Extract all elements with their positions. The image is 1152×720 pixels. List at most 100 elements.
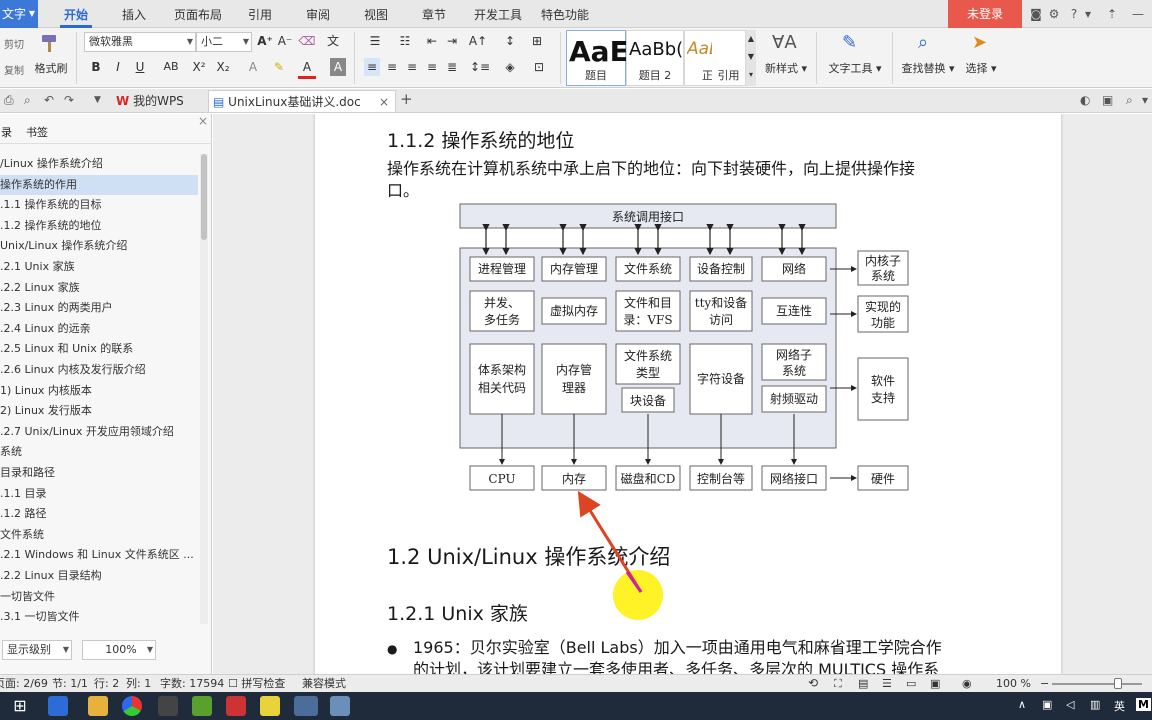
new-style-button[interactable]: 新样式 ▾ bbox=[764, 62, 808, 75]
text-effect-icon[interactable]: A bbox=[248, 60, 258, 74]
read-mode-icon[interactable]: ▣ bbox=[930, 677, 941, 690]
nav-scrollbar[interactable] bbox=[200, 154, 208, 624]
strikethrough-icon[interactable]: AB bbox=[163, 60, 179, 73]
align-center-icon[interactable]: ≡ bbox=[386, 60, 398, 74]
toc-item[interactable]: .1.2 操作系统的地位 bbox=[0, 218, 102, 232]
ime-icon[interactable]: M bbox=[1136, 698, 1151, 711]
distribute-icon[interactable]: ≣ bbox=[446, 60, 458, 74]
toc-item[interactable]: .1.2 路径 bbox=[0, 507, 47, 521]
print-preview-icon[interactable]: ⌕ bbox=[24, 93, 31, 107]
revision-icon[interactable]: ⟲ bbox=[808, 676, 819, 690]
sort-icon[interactable]: ↕ bbox=[504, 34, 516, 48]
toc-item[interactable]: 系统 bbox=[0, 445, 22, 459]
collapse-ribbon-icon[interactable]: ⇡ bbox=[1106, 7, 1118, 21]
format-painter-button[interactable]: 格式刷 bbox=[34, 62, 68, 75]
increase-indent-icon[interactable]: ⇥ bbox=[446, 34, 458, 48]
style-quote[interactable]: 引用 bbox=[712, 30, 746, 86]
toc-item[interactable]: 目录和路径 bbox=[0, 466, 55, 479]
web-view-icon[interactable]: ▭ bbox=[906, 677, 917, 690]
network-icon[interactable]: ▥ bbox=[1090, 698, 1101, 711]
tab-special-features[interactable]: 特色功能 bbox=[541, 8, 590, 22]
font-size-select[interactable]: 小二 ▼ bbox=[196, 32, 252, 52]
eye-protect-icon[interactable]: ◉ bbox=[962, 677, 972, 690]
spell-check-button[interactable]: ☐ 拼写检查 bbox=[228, 677, 286, 690]
format-painter-icon[interactable] bbox=[38, 32, 62, 54]
redo-icon[interactable]: ↷ bbox=[64, 93, 75, 107]
notes-icon[interactable] bbox=[260, 696, 280, 716]
skin-icon[interactable]: ◙ bbox=[1030, 7, 1042, 21]
app-icon[interactable] bbox=[226, 696, 246, 716]
status-zoom[interactable]: 100 % bbox=[996, 677, 1031, 690]
toc-item[interactable]: 1) Linux 内核版本 bbox=[0, 383, 92, 397]
decrease-indent-icon[interactable]: ⇤ bbox=[426, 34, 438, 48]
underline-icon[interactable]: U bbox=[135, 60, 145, 74]
char-shading-icon[interactable]: A bbox=[330, 58, 346, 76]
settings-icon[interactable]: ⚙ bbox=[1048, 7, 1060, 21]
zoom-out-icon[interactable]: − bbox=[1040, 677, 1050, 690]
tab-my-wps[interactable]: W 我的WPS bbox=[112, 90, 204, 112]
close-icon[interactable]: × bbox=[378, 95, 389, 109]
app-menu-button[interactable]: 文字 ▼ bbox=[0, 0, 38, 28]
tray-app-icon[interactable]: ▣ bbox=[1042, 698, 1053, 711]
toc-item[interactable]: 一切皆文件 bbox=[0, 589, 55, 603]
search-icon[interactable]: ⌕ bbox=[1126, 93, 1133, 107]
chevron-down-icon[interactable]: ▾ bbox=[1142, 93, 1149, 107]
style-title[interactable]: AaE 题目 bbox=[566, 30, 629, 86]
wps-writer-icon[interactable] bbox=[294, 696, 318, 716]
justify-icon[interactable]: ≡ bbox=[426, 60, 438, 74]
nav-zoom-select[interactable]: 100% ▼ bbox=[82, 640, 156, 660]
toc-item[interactable]: .2.7 Unix/Linux 开发应用领域介绍 bbox=[0, 424, 174, 438]
toc-item[interactable]: .1.1 目录 bbox=[0, 486, 47, 500]
minimize-icon[interactable]: — bbox=[1132, 7, 1144, 21]
font-name-select[interactable]: 微软雅黑 ▼ bbox=[84, 32, 196, 52]
tray-chevron-icon[interactable]: ∧ bbox=[1018, 698, 1027, 711]
toc-item[interactable]: /Linux 操作系统介绍 bbox=[0, 157, 103, 170]
remote-desktop-icon[interactable] bbox=[330, 696, 350, 716]
toc-item[interactable]: 操作系统的作用 bbox=[0, 174, 198, 195]
phonetic-icon[interactable]: 文 bbox=[326, 34, 339, 48]
level-select[interactable]: 显示级别 ▼ bbox=[2, 640, 72, 660]
close-icon[interactable]: × bbox=[198, 114, 209, 128]
table-border-icon[interactable]: ⊞ bbox=[531, 34, 543, 48]
subscript-icon[interactable]: X₂ bbox=[216, 60, 230, 74]
copy-button[interactable]: 复制 bbox=[4, 66, 24, 77]
chevron-down-icon[interactable]: ▾ bbox=[1084, 7, 1092, 21]
zoom-slider-thumb[interactable] bbox=[1114, 678, 1122, 689]
help-icon[interactable]: ? bbox=[1070, 7, 1078, 21]
select-button[interactable]: 选择 ▾ bbox=[965, 62, 997, 75]
toc-item[interactable]: .2.6 Linux 内核及发行版介绍 bbox=[0, 363, 146, 376]
highlight-icon[interactable]: ✎ bbox=[273, 60, 285, 74]
browser-icon[interactable] bbox=[48, 696, 68, 716]
toc-item[interactable]: .2.2 Linux 目录结构 bbox=[0, 569, 102, 582]
tab-home[interactable]: 开始 bbox=[59, 0, 93, 28]
tab-view[interactable]: 视图 bbox=[364, 8, 389, 22]
find-replace-button[interactable]: 查找替换 ▾ bbox=[901, 62, 955, 75]
shrink-font-icon[interactable]: A⁻ bbox=[277, 34, 293, 48]
outline-view-icon[interactable]: ☰ bbox=[882, 677, 892, 690]
toc-item[interactable]: 2) Linux 发行版本 bbox=[0, 404, 92, 418]
toc-item[interactable]: .2.5 Linux 和 Unix 的联系 bbox=[0, 342, 134, 356]
new-tab-icon[interactable]: + bbox=[400, 90, 413, 108]
tab-bookmarks[interactable]: 书签 bbox=[26, 126, 48, 139]
bold-icon[interactable]: B bbox=[91, 60, 101, 74]
toc-item[interactable]: .3.1 一切皆文件 bbox=[0, 610, 80, 624]
terminal-icon[interactable] bbox=[158, 696, 178, 716]
cut-button[interactable]: 剪切 bbox=[4, 40, 24, 51]
zoom-slider[interactable] bbox=[1052, 683, 1142, 685]
align-left-icon[interactable]: ≡ bbox=[364, 58, 380, 76]
file-explorer-icon[interactable] bbox=[88, 696, 108, 716]
status-page[interactable]: 页面: 2/69 bbox=[0, 677, 48, 690]
toc-item[interactable]: .2.1 Unix 家族 bbox=[0, 260, 75, 273]
toc-item[interactable]: .2.3 Linux 的两类用户 bbox=[0, 301, 113, 315]
document-page[interactable]: 1.1.2 操作系统的地位 操作系统在计算机系统中承上启下的地位：向下封装硬件，… bbox=[315, 114, 1061, 674]
page-view-icon[interactable]: ▤ bbox=[858, 677, 869, 690]
status-words[interactable]: 字数: 17594 bbox=[160, 677, 225, 690]
line-spacing-icon[interactable]: ↕≡ bbox=[469, 60, 491, 74]
fullscreen-icon[interactable]: ⛶ bbox=[834, 677, 842, 690]
toc-item[interactable]: 文件系统 bbox=[0, 527, 44, 541]
toc-item[interactable]: Unix/Linux 操作系统介绍 bbox=[0, 239, 128, 253]
tab-developer[interactable]: 开发工具 bbox=[474, 8, 523, 22]
borders-icon[interactable]: ⊡ bbox=[533, 60, 545, 74]
styles-scroll[interactable]: ▲▼▾ bbox=[746, 30, 756, 86]
share-icon[interactable]: ◐ bbox=[1080, 93, 1091, 107]
